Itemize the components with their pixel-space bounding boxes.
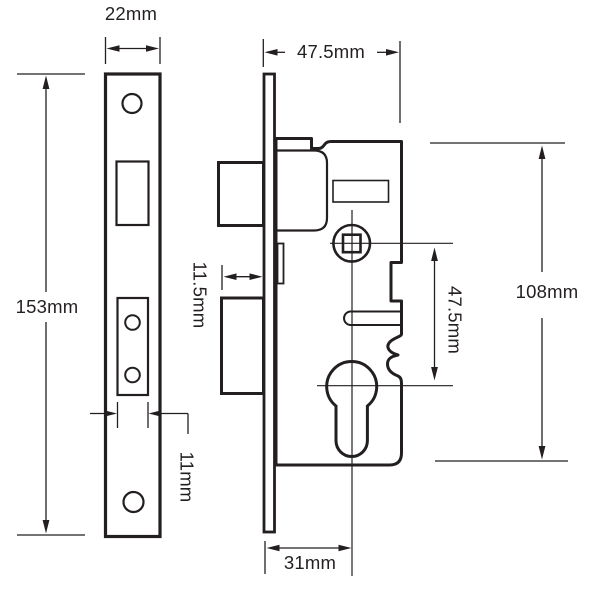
dimension-linework	[17, 37, 568, 574]
dimension-label-latch-protrusion: 11.5mm	[189, 261, 211, 329]
dimension-label-faceplate-width: 22mm	[104, 2, 158, 24]
dimension-label-slot-width: 11mm	[176, 451, 198, 503]
dead-bolt	[220, 296, 265, 395]
bottom-screw-hole	[122, 490, 145, 514]
dimension-label-case-depth: 47.5mm	[296, 40, 366, 62]
latch-bolt	[217, 161, 265, 227]
dimension-label-backset: 31mm	[283, 551, 337, 573]
dimension-label-faceplate-height: 153mm	[15, 295, 79, 317]
latch-cutout	[115, 160, 150, 227]
case-label-recess	[332, 179, 390, 203]
centrelines	[317, 210, 453, 576]
side-lock-case-view	[217, 72, 403, 534]
side-faceplate-strip	[262, 72, 276, 534]
slot-hole-lower	[124, 366, 141, 384]
adjustment-slot	[343, 310, 400, 326]
deadbolt-slot	[116, 296, 150, 397]
dimension-label-case-height: 108mm	[515, 280, 579, 302]
slot-hole-upper	[124, 314, 141, 331]
top-screw-hole	[121, 92, 143, 115]
arrowheads	[42, 45, 546, 552]
edge-guide-plate	[276, 242, 285, 285]
dimension-label-centres: 47.5mm	[444, 285, 466, 355]
latch-housing	[276, 149, 329, 232]
faceplate-outline	[103, 72, 162, 539]
lock-case-outline	[274, 137, 403, 467]
front-faceplate-view	[103, 72, 162, 539]
